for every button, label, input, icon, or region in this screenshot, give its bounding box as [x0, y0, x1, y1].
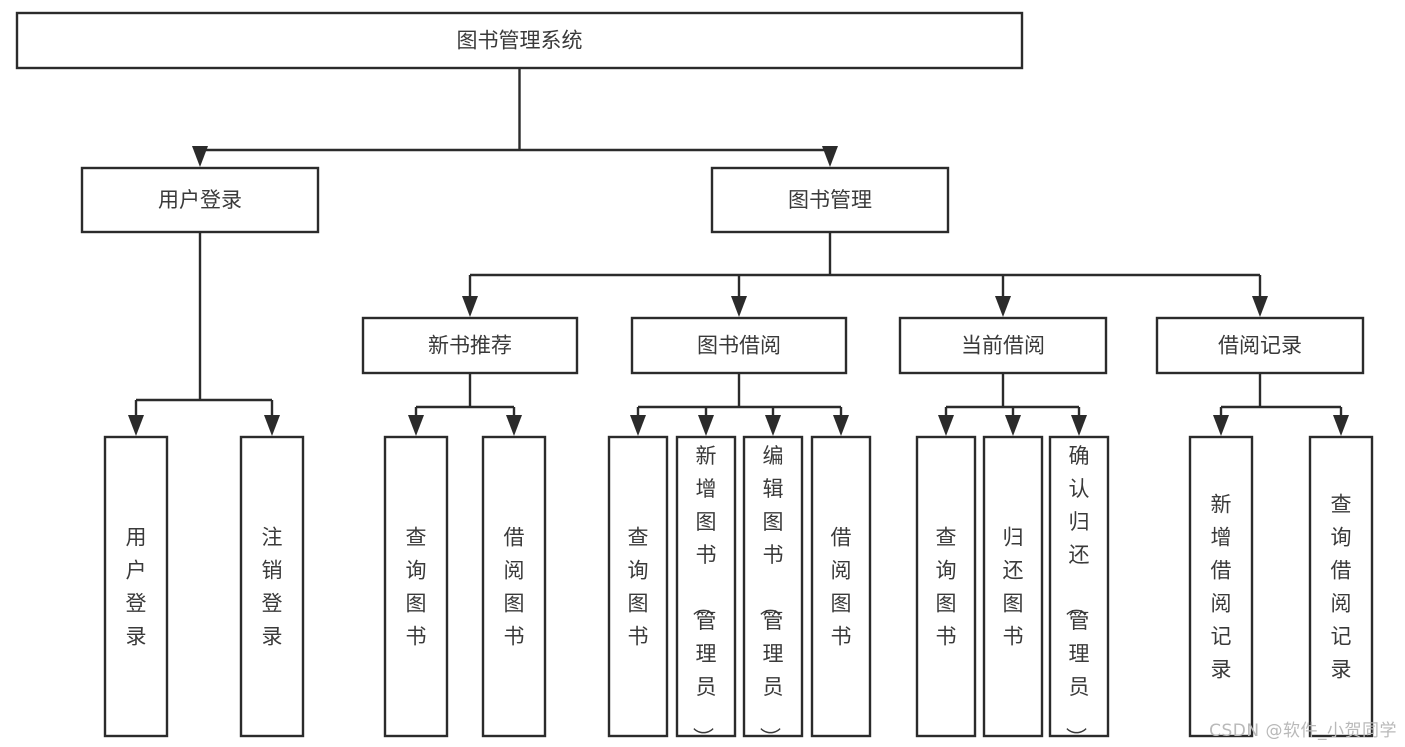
connectors-图书借阅-to-leaves [630, 373, 849, 436]
leaf-node-0-box [103, 435, 169, 738]
connectors-root-to-level2 [192, 68, 838, 167]
leaf-node-4-label: 查询图书 [628, 526, 649, 649]
level3-node-0-label: 新书推荐 [428, 334, 512, 358]
leaf-node-10-label: 确认归还（管理员） [1064, 444, 1090, 747]
leaf-node-6[interactable]: 编辑图书（管理员） [742, 435, 804, 747]
connector-layer [128, 68, 1349, 436]
leaf-node-10[interactable]: 确认归还（管理员） [1048, 435, 1110, 747]
level3-node-1-box [630, 316, 848, 375]
leaf-node-3[interactable]: 借阅图书 [481, 435, 547, 738]
level2-node-0[interactable]: 用户登录 [80, 166, 320, 234]
level2-node-1[interactable]: 图书管理 [710, 166, 950, 234]
leaf-node-2-label: 查询图书 [406, 526, 427, 649]
root-node-box [15, 11, 1024, 70]
connectors-新书推荐-to-leaves [408, 373, 522, 436]
root-node[interactable]: 图书管理系统 [15, 11, 1024, 70]
level3-node-3[interactable]: 借阅记录 [1155, 316, 1365, 375]
leaf-node-8-box [915, 435, 977, 738]
leaf-node-5[interactable]: 新增图书（管理员） [675, 435, 737, 747]
connectors-当前借阅-to-leaves [938, 373, 1087, 436]
leaf-node-11-label: 新增借阅记录 [1211, 493, 1232, 682]
leaf-node-9[interactable]: 归还图书 [982, 435, 1044, 738]
connectors-用户登录-to-leaves [128, 232, 280, 436]
leaf-node-5-label: 新增图书（管理员） [691, 444, 717, 747]
leaf-node-1-label: 注销登录 [262, 526, 283, 649]
leaf-node-9-label: 归还图书 [1003, 526, 1024, 649]
level2-node-0-label: 用户登录 [158, 188, 242, 212]
leaf-node-8[interactable]: 查询图书 [915, 435, 977, 738]
level3-node-2-box [898, 316, 1108, 375]
leaf-node-6-label: 编辑图书（管理员） [758, 444, 784, 747]
leaf-node-0-label: 用户登录 [126, 526, 147, 649]
level3-node-3-label: 借阅记录 [1218, 334, 1302, 358]
leaf-node-12[interactable]: 查询借阅记录 [1308, 435, 1374, 738]
leaf-node-1-box [239, 435, 305, 738]
leaf-node-5-box [675, 435, 737, 738]
level2-node-1-label: 图书管理 [788, 188, 872, 212]
level3-node-0[interactable]: 新书推荐 [361, 316, 579, 375]
leaf-node-6-box [742, 435, 804, 738]
leaf-node-12-label: 查询借阅记录 [1331, 493, 1352, 682]
leaf-node-7[interactable]: 借阅图书 [810, 435, 872, 738]
leaf-node-12-box [1308, 435, 1374, 738]
root-node-label: 图书管理系统 [457, 29, 583, 53]
level2-node-1-box [710, 166, 950, 234]
leaf-node-2-box [383, 435, 449, 738]
level2-node-0-box [80, 166, 320, 234]
leaf-node-7-box [810, 435, 872, 738]
leaf-node-10-box [1048, 435, 1110, 738]
leaf-node-3-box [481, 435, 547, 738]
leaf-node-8-label: 查询图书 [936, 526, 957, 649]
level3-node-1[interactable]: 图书借阅 [630, 316, 848, 375]
leaf-node-4[interactable]: 查询图书 [607, 435, 669, 738]
leaf-node-11-box [1188, 435, 1254, 738]
level3-node-1-label: 图书借阅 [697, 334, 781, 358]
node-layer: 图书管理系统用户登录图书管理新书推荐图书借阅当前借阅借阅记录用户登录注销登录查询… [15, 11, 1374, 747]
connectors-借阅记录-to-leaves [1213, 373, 1349, 436]
level3-node-0-box [361, 316, 579, 375]
leaf-node-1[interactable]: 注销登录 [239, 435, 305, 738]
connectors-book-mgmt-to-level3 [462, 232, 1268, 317]
level3-node-2-label: 当前借阅 [961, 334, 1045, 358]
leaf-node-7-label: 借阅图书 [831, 526, 852, 649]
leaf-node-0[interactable]: 用户登录 [103, 435, 169, 738]
level3-node-3-box [1155, 316, 1365, 375]
leaf-node-3-label: 借阅图书 [504, 526, 525, 649]
level3-node-2[interactable]: 当前借阅 [898, 316, 1108, 375]
leaf-node-11[interactable]: 新增借阅记录 [1188, 435, 1254, 738]
leaf-node-9-box [982, 435, 1044, 738]
leaf-node-2[interactable]: 查询图书 [383, 435, 449, 738]
leaf-node-4-box [607, 435, 669, 738]
